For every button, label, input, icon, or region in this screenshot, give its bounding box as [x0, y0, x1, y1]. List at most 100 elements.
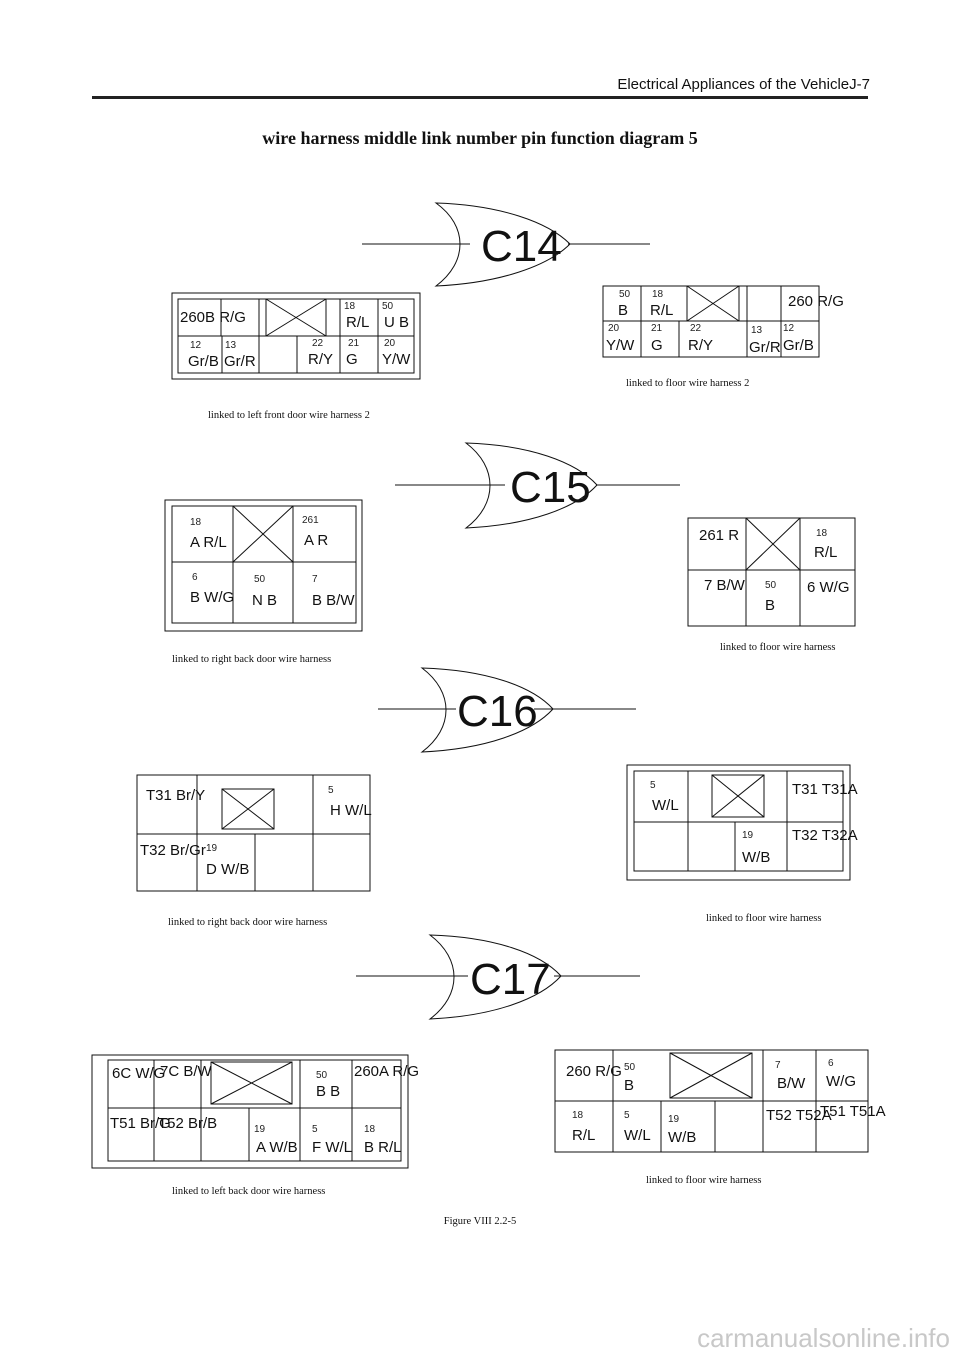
pin-label: 261 R: [699, 527, 739, 544]
pin-number: 21: [348, 338, 360, 349]
pin-number: 50: [619, 289, 631, 300]
c14-id: C14: [481, 222, 562, 271]
pin-number: 12: [190, 340, 202, 351]
pin-label: Gr/B: [783, 337, 814, 354]
c17-right-caption: linked to floor wire harness: [646, 1175, 762, 1186]
pin-number: 21: [651, 323, 663, 334]
pin-label: T51 Br/G: [110, 1115, 171, 1132]
pin-label: T32 Br/Gr: [140, 842, 206, 859]
pin-number: 261: [302, 515, 319, 526]
pin-label: T31 T31A: [792, 781, 858, 798]
pin-label: H W/L: [330, 802, 372, 819]
c14-left-caption: linked to left front door wire harness 2: [208, 410, 370, 421]
pin-label: T52 T52A: [766, 1107, 832, 1124]
pin-number: 6: [192, 572, 198, 583]
pin-label: 6 W/G: [807, 579, 850, 596]
pin-number: 5: [328, 785, 334, 796]
pin-number: 50: [624, 1062, 636, 1073]
pin-label: W/L: [624, 1127, 651, 1144]
pin-number: 18: [816, 528, 828, 539]
pin-label: 6C W/G: [112, 1065, 165, 1082]
pin-label: 260 R/G: [788, 293, 844, 310]
pin-label: U B: [384, 314, 409, 331]
c16-symbol: [378, 667, 636, 753]
pin-label: W/G: [826, 1073, 856, 1090]
pin-label: W/B: [742, 849, 770, 866]
c16-right-caption: linked to floor wire harness: [706, 913, 822, 924]
c15-left-caption: linked to right back door wire harness: [172, 654, 332, 665]
pin-number: 18: [364, 1124, 376, 1135]
c17-right-connector: [554, 1049, 869, 1153]
pin-number: 20: [384, 338, 396, 349]
pin-label: B/W: [777, 1075, 806, 1092]
c17-id: C17: [470, 955, 551, 1004]
pin-label: Gr/R: [224, 353, 256, 370]
c16-right-connector: [626, 764, 851, 881]
pin-number: 13: [751, 325, 763, 336]
c17-symbol: [356, 934, 640, 1020]
pin-label: B: [618, 302, 628, 319]
c16-id: C16: [457, 687, 538, 736]
pin-label: Y/W: [382, 351, 411, 368]
c15-left-connector: [164, 499, 363, 632]
pin-label: T32 T32A: [792, 827, 858, 844]
pin-label: A R/L: [190, 534, 227, 551]
pin-label: A W/B: [256, 1139, 298, 1156]
page-title: wire harness middle link number pin func…: [262, 128, 698, 148]
pin-number: 50: [316, 1070, 328, 1081]
c17-left-connector: [91, 1054, 409, 1169]
pin-label: B B/W: [312, 592, 355, 609]
watermark: carmanualsonline.info: [697, 1323, 950, 1353]
c15-id: C15: [510, 463, 591, 512]
pin-label: 260B R/G: [180, 309, 246, 326]
c17-left-caption: linked to left back door wire harness: [172, 1186, 326, 1197]
pin-number: 22: [690, 323, 702, 334]
pin-label: 260 R/G: [566, 1063, 622, 1080]
c14-right-caption: linked to floor wire harness 2: [626, 378, 750, 389]
c16-left-connector: [136, 774, 371, 892]
pin-number: 20: [608, 323, 620, 334]
pin-label: R/L: [572, 1127, 595, 1144]
pin-label: T52 Br/B: [158, 1115, 217, 1132]
pin-label: 7 B/W: [704, 577, 746, 594]
c15-right-connector: [687, 517, 856, 627]
pin-number: 50: [254, 574, 266, 585]
pin-label: W/L: [652, 797, 679, 814]
pin-label: R/L: [346, 314, 369, 331]
pin-number: 50: [765, 580, 777, 591]
c16-left-caption: linked to right back door wire harness: [168, 917, 328, 928]
pin-label: F W/L: [312, 1139, 352, 1156]
header-title: Electrical Appliances of the VehicleJ-7: [617, 76, 870, 93]
pin-number: 19: [206, 843, 218, 854]
pin-label: Y/W: [606, 337, 635, 354]
pin-label: Gr/R: [749, 339, 781, 356]
pin-label: T51 T51A: [820, 1103, 886, 1120]
pin-number: 12: [783, 323, 795, 334]
pin-label: B R/L: [364, 1139, 402, 1156]
pin-number: 5: [624, 1110, 630, 1121]
pin-label: B: [624, 1077, 634, 1094]
pin-label: D W/B: [206, 861, 249, 878]
pin-label: 7C B/W: [160, 1063, 213, 1080]
pin-label: R/Y: [688, 337, 713, 354]
pin-number: 19: [742, 830, 754, 841]
pin-number: 18: [344, 301, 356, 312]
pin-label: R/Y: [308, 351, 333, 368]
pin-label: B: [765, 597, 775, 614]
pin-label: R/L: [814, 544, 837, 561]
c14-symbol: [362, 202, 650, 287]
pin-number: 19: [254, 1124, 266, 1135]
c14-right-connector: [602, 285, 820, 358]
c14-left-connector: [171, 292, 421, 380]
c15-right-caption: linked to floor wire harness: [720, 642, 836, 653]
figure-caption: Figure VIII 2.2-5: [443, 1216, 517, 1227]
header-rule: [92, 96, 868, 99]
pin-number: 7: [775, 1060, 781, 1071]
pin-label: B B: [316, 1083, 340, 1100]
pin-label: Gr/B: [188, 353, 219, 370]
pin-label: G: [346, 351, 358, 368]
pin-number: 18: [572, 1110, 584, 1121]
c15-symbol: [395, 442, 680, 529]
pin-number: 18: [190, 517, 202, 528]
pin-number: 19: [668, 1114, 680, 1125]
